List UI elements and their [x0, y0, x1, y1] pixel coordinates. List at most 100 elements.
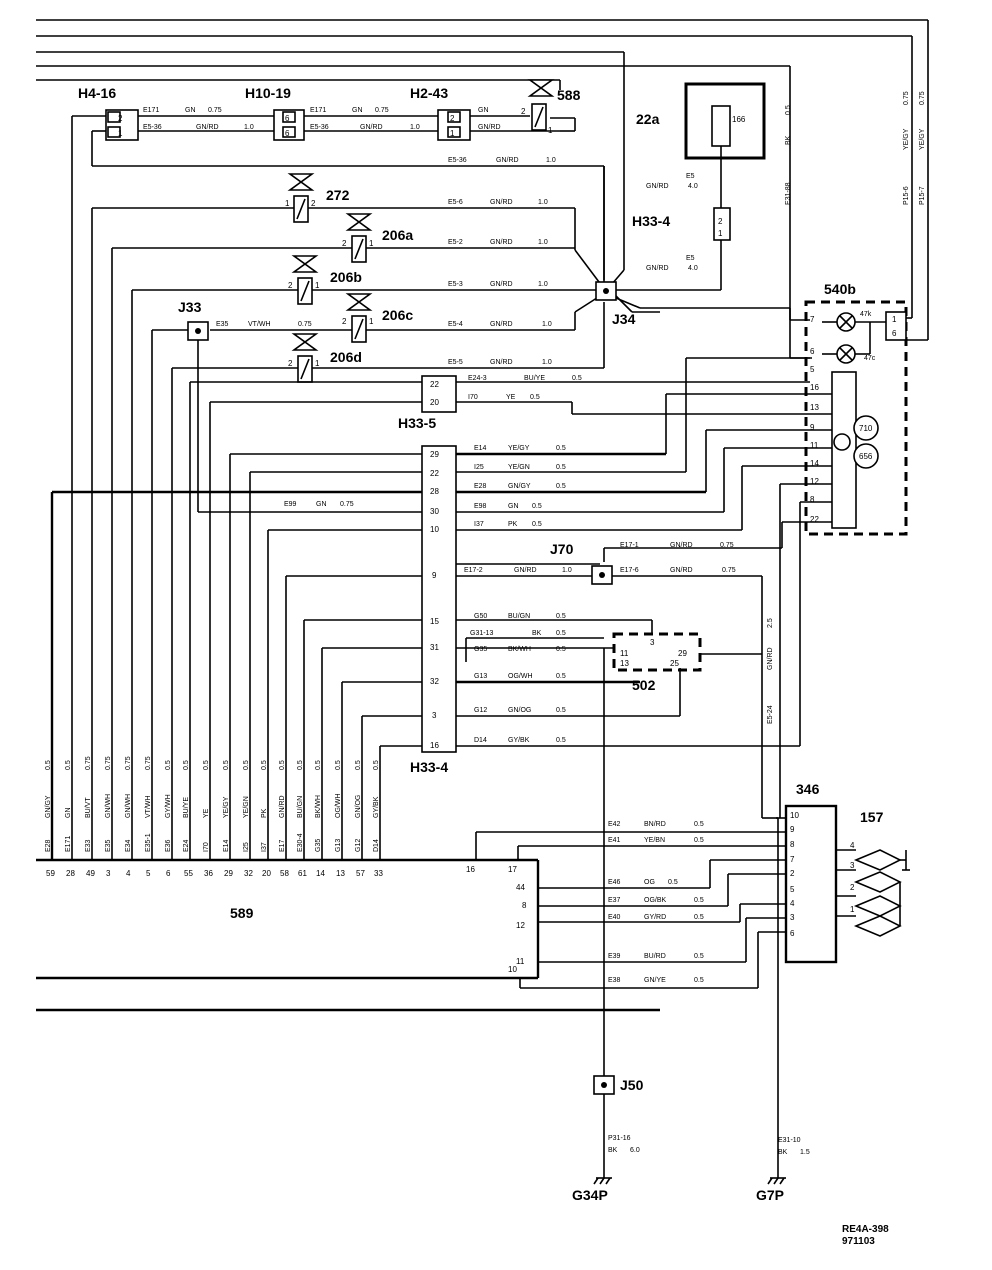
svg-text:32: 32 — [430, 677, 439, 686]
wire-code-label: E34 — [125, 839, 132, 852]
svg-text:2: 2 — [850, 883, 855, 892]
svg-text:GN/RD: GN/RD — [490, 281, 513, 288]
svg-text:YE/BN: YE/BN — [644, 837, 665, 844]
svg-text:6: 6 — [790, 929, 795, 938]
valve-206d-label: 206d — [330, 349, 362, 365]
wire-code-label: E36 — [165, 839, 172, 852]
svg-text:PK: PK — [508, 521, 518, 528]
wire-code-label: I70 — [203, 842, 210, 852]
svg-text:2: 2 — [288, 281, 293, 290]
540b-label: 540b — [824, 281, 856, 297]
svg-text:VT/WH: VT/WH — [248, 321, 271, 328]
j70-label: J70 — [550, 541, 574, 557]
svg-text:47k: 47k — [860, 311, 872, 318]
wire-code-label: E24 — [183, 839, 190, 852]
svg-text:0.75: 0.75 — [903, 91, 910, 105]
wire-code-label: E33 — [85, 839, 92, 852]
svg-text:BK/WH: BK/WH — [508, 646, 531, 653]
svg-text:I70: I70 — [468, 394, 478, 401]
svg-text:10: 10 — [790, 811, 799, 820]
svg-text:0.5: 0.5 — [556, 646, 566, 653]
connector-h33-4: 29 22 28 30 10 9 15 31 32 3 16 H33-4 — [410, 445, 457, 775]
svg-text:0.5: 0.5 — [556, 673, 566, 680]
svg-text:4: 4 — [790, 899, 795, 908]
wire-size-label: 0.5 — [373, 760, 380, 770]
svg-text:GN: GN — [185, 107, 196, 114]
connector-h10-19: 6 6 H10-19 — [245, 85, 305, 141]
wire-code-label: E14 — [223, 839, 230, 852]
valve-272: 1 2 272 — [285, 173, 350, 223]
589-label: 589 — [230, 905, 254, 921]
svg-text:1: 1 — [285, 199, 290, 208]
wire-size-label: 0.5 — [297, 760, 304, 770]
svg-text:GN/RD: GN/RD — [490, 321, 513, 328]
svg-text:E41: E41 — [608, 837, 621, 844]
wire-color-label: GN/RD — [279, 795, 286, 818]
wire-code-label: E28 — [45, 839, 52, 852]
svg-text:47c: 47c — [864, 355, 876, 362]
wire-color-label: YE/GY — [223, 796, 230, 818]
connector-h33-5: 22 20 H33-5 E24-3 BU/YE 0.5 I70 YE 0.5 — [189, 375, 832, 860]
drawing-reference: RE4A-398 — [842, 1224, 889, 1235]
component-502: 3 11 13 25 29 502 — [612, 632, 762, 693]
ecu-pin-label: 33 — [374, 869, 383, 878]
svg-text:E28: E28 — [474, 483, 487, 490]
svg-text:GY/RD: GY/RD — [644, 914, 666, 921]
svg-text:1: 1 — [892, 315, 897, 324]
wire-size-label: 0.5 — [183, 760, 190, 770]
chain-wire-labels: E171 GN 0.75 E5-36 GN/RD 1.0 E171 GN 0.7… — [143, 107, 556, 164]
svg-text:E38: E38 — [608, 977, 621, 984]
svg-text:12: 12 — [516, 921, 525, 930]
svg-text:P15-6: P15-6 — [903, 186, 910, 205]
ground-g34p: G34P P31-16 BK 6.0 — [572, 1135, 640, 1203]
h33-4-wires — [50, 357, 832, 1078]
wire-size-label: 0.5 — [335, 760, 342, 770]
svg-text:0.75: 0.75 — [340, 501, 354, 508]
wire-code-label: I37 — [261, 842, 268, 852]
svg-text:4: 4 — [850, 841, 855, 850]
svg-text:E5-3: E5-3 — [448, 281, 463, 288]
wire-color-label: VT/WH — [145, 795, 152, 818]
wire-color-label: BU/YE — [183, 797, 190, 818]
wire-code-label: G35 — [315, 839, 322, 852]
svg-text:1: 1 — [369, 317, 374, 326]
svg-text:0.5: 0.5 — [532, 521, 542, 528]
drawing-date: 971103 — [842, 1236, 875, 1247]
svg-text:44: 44 — [516, 883, 525, 892]
svg-text:E5-2: E5-2 — [448, 239, 463, 246]
ecu-pin-label: 28 — [66, 869, 75, 878]
svg-text:E31-10: E31-10 — [778, 1137, 801, 1144]
ground-g7p: G7P E31-10 BK 1.5 — [756, 1137, 810, 1203]
svg-text:1.0: 1.0 — [538, 199, 548, 206]
svg-text:BU/RD: BU/RD — [644, 953, 666, 960]
g34p-label: G34P — [572, 1187, 608, 1203]
svg-text:BU/GN: BU/GN — [508, 613, 530, 620]
wire-size-label: 0.75 — [85, 756, 92, 770]
wire-size-label: 0.5 — [315, 760, 322, 770]
502-label: 502 — [632, 677, 656, 693]
svg-text:710: 710 — [859, 424, 873, 433]
svg-text:GN/RD: GN/RD — [514, 567, 537, 574]
svg-text:YE/GN: YE/GN — [508, 464, 530, 471]
svg-text:G12: G12 — [474, 707, 487, 714]
svg-text:2: 2 — [288, 359, 293, 368]
svg-text:5: 5 — [790, 885, 795, 894]
svg-text:1: 1 — [315, 359, 320, 368]
h10-pin-6a: 6 — [285, 114, 290, 123]
svg-text:0.75: 0.75 — [375, 107, 389, 114]
h2-43-label: H2-43 — [410, 85, 448, 101]
svg-text:0.75: 0.75 — [298, 321, 312, 328]
svg-text:YE/GY: YE/GY — [903, 128, 910, 150]
svg-text:0.5: 0.5 — [668, 879, 678, 886]
svg-text:E42: E42 — [608, 821, 621, 828]
wire-code-label: E17 — [279, 839, 286, 852]
346-label: 346 — [796, 781, 820, 797]
h2-pin-1: 1 — [450, 129, 455, 138]
svg-text:0.5: 0.5 — [694, 897, 704, 904]
wire-color-label: BU/GN — [297, 796, 304, 818]
svg-text:29: 29 — [430, 450, 439, 459]
svg-text:656: 656 — [859, 452, 873, 461]
wire-color-label: GN — [65, 808, 72, 819]
svg-text:0.5: 0.5 — [556, 707, 566, 714]
svg-text:5: 5 — [810, 365, 815, 374]
